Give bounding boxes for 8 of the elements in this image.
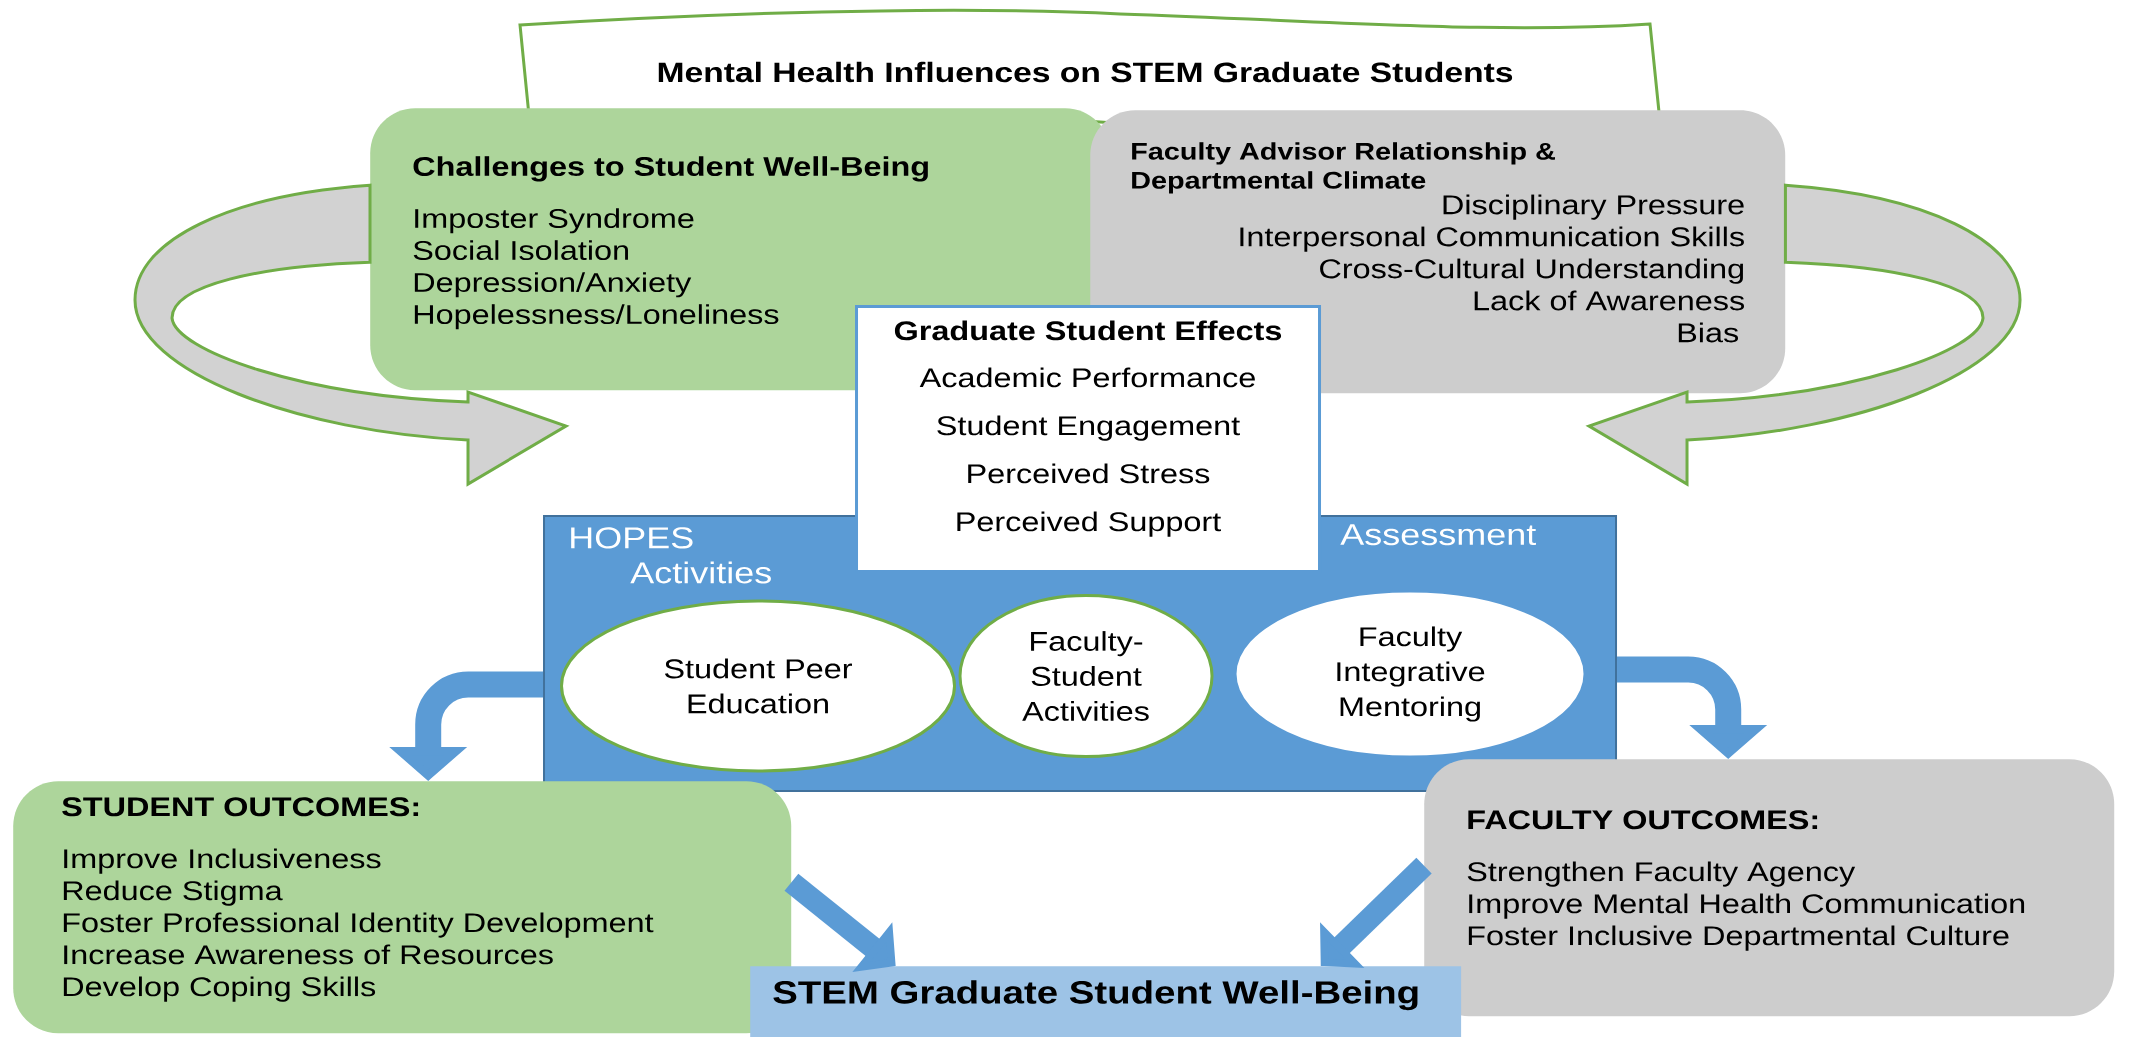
box-label: Assessment — [1340, 524, 1536, 546]
box-label: HOPES Activities — [571, 527, 771, 584]
cycle-arrow — [1587, 183, 2022, 486]
cycle-arrow — [133, 183, 568, 486]
result-box: STEM Graduate Student Well-Being — [750, 966, 1462, 1037]
arrow — [1320, 857, 1432, 968]
outcome-box: FACULTY OUTCOMES: Strengthen Faculty Agency Improve Mental Health Communication Foster Inclusive Departmental Culture — [1424, 759, 2115, 1017]
effects-box: Graduate Student Effects Academic Performance Student Engagement Perceived Stress Perceived Support — [855, 305, 1321, 573]
